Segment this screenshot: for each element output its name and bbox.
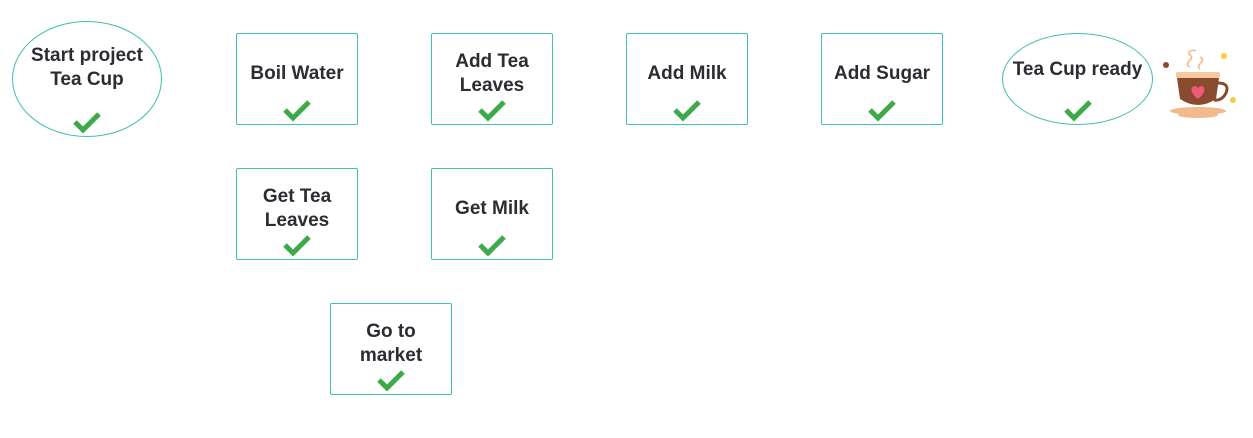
node-label: Boil Water — [250, 63, 344, 84]
checkmark-icon — [283, 235, 311, 257]
checkmark-icon — [478, 235, 506, 257]
node-start-project[interactable]: Start project Tea Cup — [12, 21, 162, 137]
checkmark-icon — [478, 100, 506, 122]
node-get-milk[interactable]: Get Milk — [431, 168, 553, 260]
node-label: Add Tea Leaves — [455, 51, 529, 96]
node-add-milk[interactable]: Add Milk — [626, 33, 748, 125]
checkmark-icon — [283, 100, 311, 122]
node-add-tea-leaves[interactable]: Add Tea Leaves — [431, 33, 553, 125]
node-get-tea-leaves[interactable]: Get Tea Leaves — [236, 168, 358, 260]
checkmark-icon — [377, 370, 405, 392]
node-tea-cup-ready[interactable]: Tea Cup ready — [1002, 33, 1153, 125]
node-boil-water[interactable]: Boil Water — [236, 33, 358, 125]
node-label: Start project Tea Cup — [31, 45, 143, 90]
tea-cup-icon — [1163, 49, 1236, 118]
checkmark-icon — [1063, 100, 1092, 122]
checkmark-icon — [673, 100, 701, 122]
node-label: Add Sugar — [833, 63, 931, 84]
node-label: Add Milk — [647, 63, 727, 84]
node-go-to-market[interactable]: Go to market — [330, 303, 452, 395]
checkmark-icon — [73, 112, 101, 134]
node-add-sugar[interactable]: Add Sugar — [821, 33, 943, 125]
node-label: Get Tea Leaves — [262, 186, 332, 231]
node-label: Tea Cup ready — [1012, 59, 1143, 80]
node-label: Get Milk — [455, 198, 529, 219]
node-label: Go to market — [359, 321, 423, 366]
checkmark-icon — [868, 100, 896, 122]
